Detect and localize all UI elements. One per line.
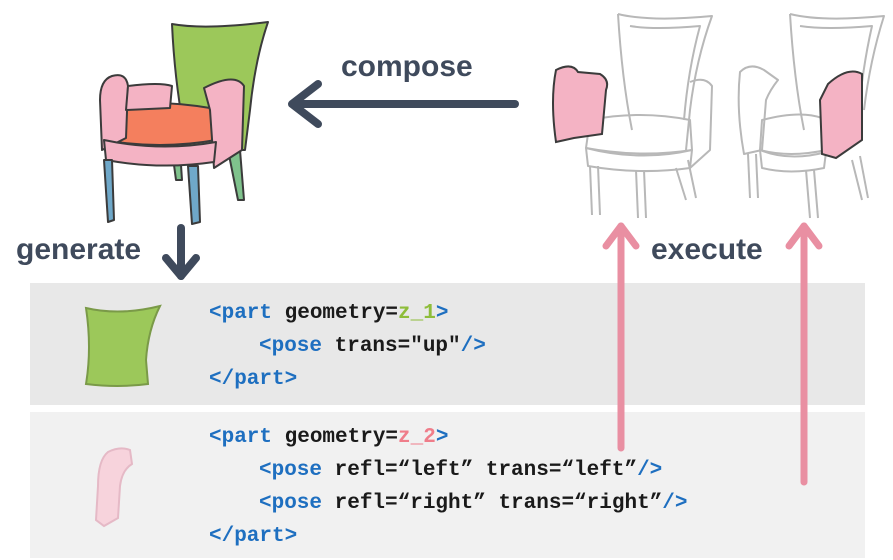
code1-geometry-attr: geometry= xyxy=(272,302,399,325)
code1-part-open-close: > xyxy=(435,302,449,325)
part-thumbnail-back xyxy=(84,304,162,387)
code2-line4: </part> xyxy=(209,525,297,548)
code1-line1: <part geometry=z_1> xyxy=(209,302,448,325)
code2-geometry-value: z_2 xyxy=(398,426,436,449)
code1-line2: <pose trans="up"/> xyxy=(259,335,486,358)
execute-arrow-right xyxy=(785,222,823,486)
code1-pose-close: /> xyxy=(460,335,486,358)
code2-geometry-attr: geometry= xyxy=(272,426,399,449)
code1-pose-open: <pose xyxy=(259,335,323,358)
code2-pose-left-open: <pose xyxy=(259,459,323,482)
code2-part-end: </part> xyxy=(209,525,298,548)
code1-part-open: <part xyxy=(209,302,273,325)
execute-chair-left xyxy=(585,13,713,219)
code2-pose-left-close: /> xyxy=(637,459,663,482)
compose-arrow xyxy=(288,80,519,128)
generate-label: generate xyxy=(16,233,142,266)
generate-arrow xyxy=(162,224,200,280)
code2-part-open-close: > xyxy=(435,426,449,449)
code-panel-part-2 xyxy=(30,412,865,558)
part-thumbnail-arm xyxy=(94,447,134,528)
code1-line3: </part> xyxy=(209,368,297,391)
code2-line1: <part geometry=z_2> xyxy=(209,426,448,449)
code2-part-open: <part xyxy=(209,426,273,449)
code1-part-end: </part> xyxy=(209,368,298,391)
code1-geometry-value: z_1 xyxy=(398,302,436,325)
code-panel-part-1 xyxy=(30,283,865,405)
chair-part-left-arm xyxy=(552,65,609,144)
code2-line3: <pose refl=“right” trans=“right”/> xyxy=(259,492,688,515)
code1-pose-attr: trans="up" xyxy=(322,335,461,358)
code2-pose-right-attr: refl=“right” trans=“right” xyxy=(322,492,663,515)
composed-chair xyxy=(99,21,269,225)
execute-label: execute xyxy=(651,233,763,266)
code2-pose-right-close: /> xyxy=(662,492,688,515)
code2-pose-left-attr: refl=“left” trans=“left” xyxy=(322,459,638,482)
compose-label: compose xyxy=(341,50,473,83)
code2-line2: <pose refl=“left” trans=“left”/> xyxy=(259,459,662,482)
execute-arrow-left xyxy=(602,222,640,452)
chair-part-right-arm xyxy=(818,70,863,160)
code2-pose-right-open: <pose xyxy=(259,492,323,515)
